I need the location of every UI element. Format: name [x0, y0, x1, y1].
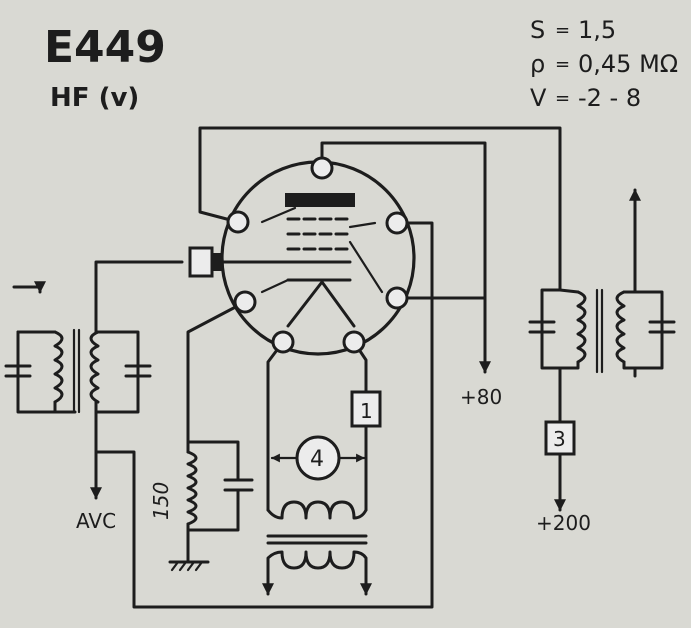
cathode-bias-network: 150: [149, 450, 254, 572]
transformer-secondary: [266, 550, 368, 594]
output-coil-primary-bottom: [558, 360, 580, 397]
tube-internal-3: [348, 240, 384, 294]
spec-symbol-s: S: [530, 16, 545, 44]
input-tank-right-loop: [94, 330, 140, 414]
spec-symbol-rho: ρ: [530, 50, 545, 78]
heater-voltage-circle: [295, 435, 341, 481]
tube-pin-upper-left: [226, 210, 250, 234]
input-coil-secondary: [89, 330, 100, 404]
wire-top-loop: [198, 126, 562, 292]
output-tank-left-loop: [540, 288, 562, 370]
supply-plus200-label: +200: [536, 511, 591, 535]
circuit-wiring: [90, 126, 566, 609]
tube-top-cap-base: [212, 253, 222, 271]
wire-bottom-bus: [94, 221, 434, 609]
ground-hatch-2: [178, 560, 188, 572]
tube-pin-lower-left: [233, 290, 257, 314]
spec-value-rho: 0,45 MΩ: [578, 50, 678, 78]
tube-pin-bottom-left: [271, 330, 295, 354]
input-coil-primary: [53, 330, 64, 404]
tube-pin-bottom-right: [342, 330, 366, 354]
ground-hatch-1: [170, 560, 180, 572]
tube-heater: [286, 280, 356, 328]
tube-anode: [285, 193, 355, 207]
tube-internal-4: [260, 278, 290, 294]
spec-symbol-v: V: [530, 84, 547, 112]
tube-envelope: [220, 160, 416, 356]
box-1-label: 1: [360, 399, 373, 423]
tube-pin-lower-right: [385, 286, 409, 310]
wire-bypass-bottom: [186, 500, 240, 532]
wire-cathode: [186, 300, 247, 454]
spec-sep-rho: =: [555, 54, 570, 75]
tube-internal-2: [348, 221, 377, 229]
wire-bypass-top: [186, 440, 240, 470]
wire-anode-plus80: [320, 141, 491, 374]
heater-voltage-label: 4: [310, 447, 324, 472]
vacuum-tube: [188, 156, 416, 356]
box-3-label: 3: [553, 427, 566, 451]
supply-plus80-label: +80: [460, 385, 502, 409]
output-coil-primary-top: [558, 288, 580, 294]
transformer-primary: [266, 500, 368, 520]
spec-value-s: 1,5: [578, 16, 616, 44]
spec-sep-s: =: [555, 20, 570, 41]
spec-list: S = 1,5 ρ = 0,45 MΩ V = -2 - 8: [530, 16, 678, 112]
box-3: [544, 420, 576, 456]
input-tank-circuit: [4, 281, 152, 422]
tube-type-title: E449: [44, 22, 166, 73]
heater-supply: 1 4: [262, 390, 382, 596]
output-coil-secondary: [615, 290, 626, 364]
tube-internal-1: [260, 206, 297, 224]
output-coil-primary: [576, 290, 587, 364]
spec-sep-v: =: [555, 88, 570, 109]
box-1: [350, 390, 382, 428]
input-tank-left-loop: [16, 330, 77, 414]
input-arrow: [12, 281, 46, 294]
output-tank-circuit: [528, 188, 676, 397]
tube-function-label: HF (v): [50, 83, 139, 113]
tube-pin-top: [310, 156, 334, 180]
resistor-value-label: 150: [149, 482, 173, 520]
wire-grid-input: [94, 260, 184, 292]
tube-top-cap: [188, 246, 214, 278]
spec-value-v: -2 - 8: [578, 84, 641, 112]
ground-hatch-4: [194, 560, 204, 572]
output-tank-right-loop: [622, 290, 664, 370]
avc-label: AVC: [76, 509, 116, 533]
cathode-resistor: [186, 450, 198, 526]
ground-hatch-3: [186, 560, 196, 572]
wire-heater-left: [266, 340, 285, 512]
tube-pin-upper-right: [385, 211, 409, 235]
